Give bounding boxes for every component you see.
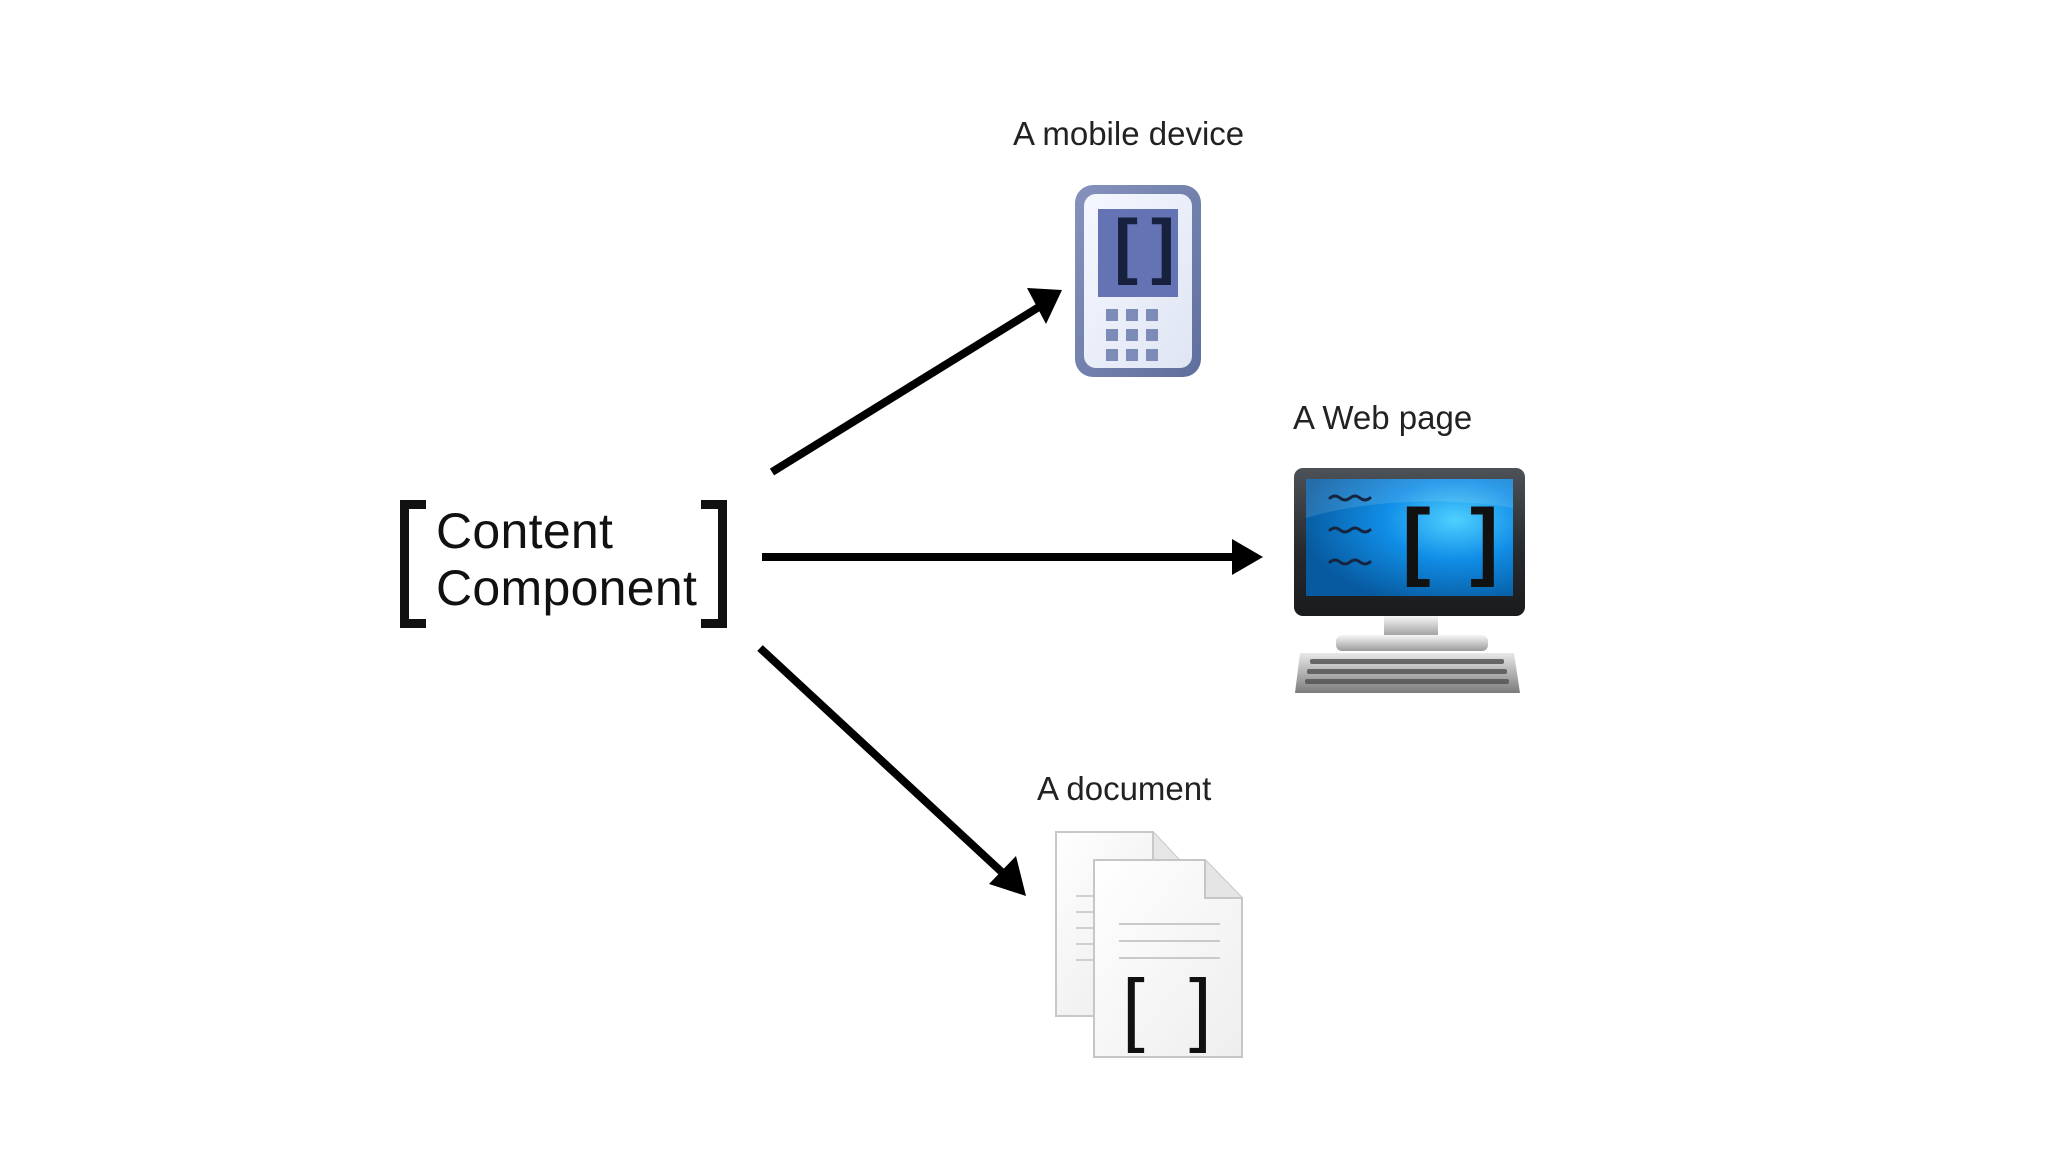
content-component-label: Content Component bbox=[436, 503, 698, 617]
arrow-to-web-page bbox=[762, 539, 1263, 575]
arrow-to-document bbox=[757, 645, 1026, 896]
svg-text:[: [ bbox=[1114, 206, 1138, 286]
svg-text:[: [ bbox=[1122, 963, 1145, 1054]
desktop-computer-icon: [ ] bbox=[1294, 468, 1525, 693]
content-component-line-2: Component bbox=[436, 560, 698, 616]
document-icon: [ ] bbox=[1055, 831, 1243, 1058]
right-bracket bbox=[701, 500, 727, 628]
arrow-to-mobile-device bbox=[769, 288, 1062, 476]
web-page-label: A Web page bbox=[1293, 399, 1473, 436]
svg-text:]: ] bbox=[1189, 963, 1212, 1054]
content-component-line-1: Content bbox=[436, 503, 614, 559]
left-bracket bbox=[400, 500, 426, 628]
mobile-device-icon: [ ] bbox=[1075, 185, 1201, 377]
svg-text:[: [ bbox=[1402, 492, 1431, 588]
svg-text:]: ] bbox=[1151, 206, 1175, 286]
mobile-device-label: A mobile device bbox=[1013, 115, 1245, 152]
document-label: A document bbox=[1037, 770, 1212, 807]
svg-text:]: ] bbox=[1470, 492, 1499, 588]
